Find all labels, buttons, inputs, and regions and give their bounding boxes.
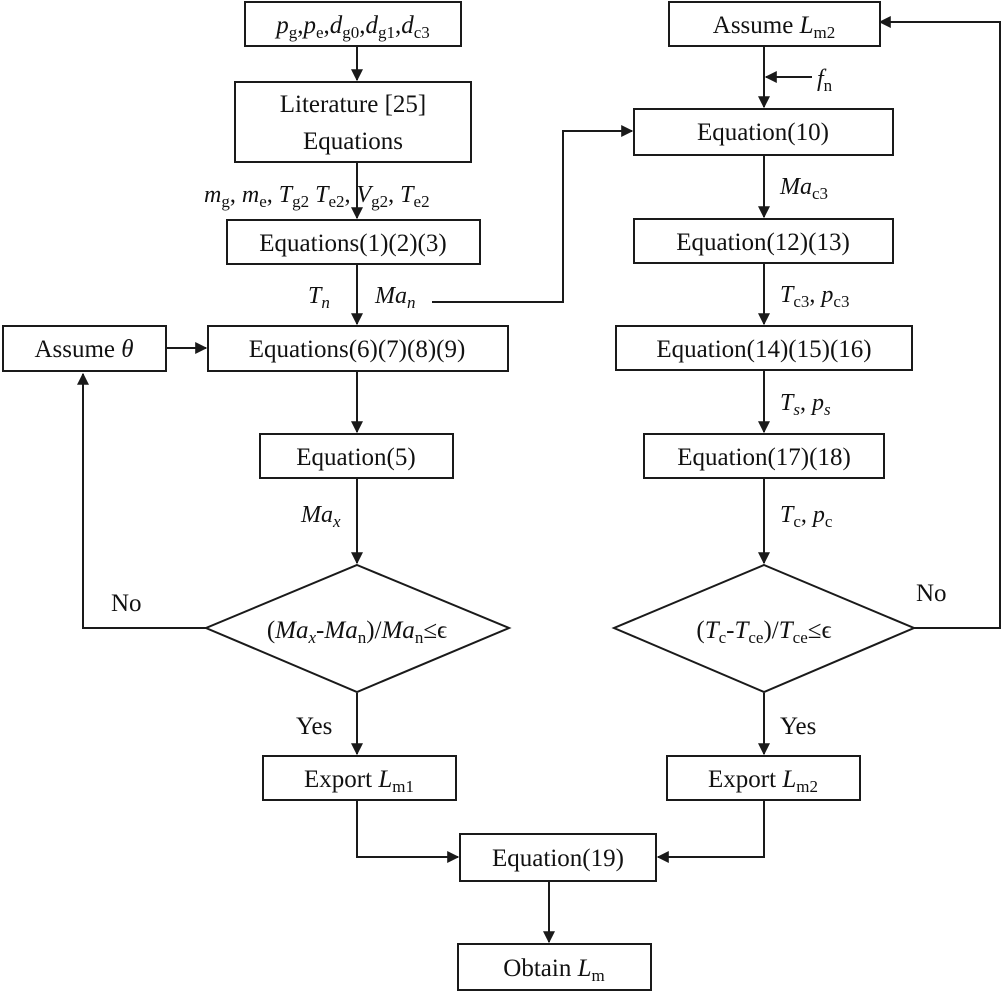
- eq-5-text: Equation(5): [296, 444, 415, 471]
- literature-line1: Literature [25]: [280, 91, 426, 118]
- node-literature: Literature [25] Equations: [234, 81, 472, 163]
- edge-labels: mg, me, Tg2 Te2, Vg2, Te2 Tn Man Max No …: [111, 66, 947, 740]
- node-eq-14-16: Equation(14)(15)(16): [615, 325, 913, 371]
- assume-lm2-text: Assume Lm2: [713, 12, 835, 42]
- node-eq-19: Equation(19): [459, 833, 657, 882]
- node-export-lm1: Export Lm1: [262, 755, 457, 801]
- node-eq-1-2-3: Equations(1)(2)(3): [226, 219, 481, 265]
- label-tc-pc: Tc, pc: [780, 502, 833, 531]
- label-max: Max: [300, 502, 341, 531]
- edge-export-lm1-to-eq19: [356, 800, 460, 863]
- node-assume-lm2: Assume Lm2: [668, 1, 881, 47]
- label-ts-ps: Ts, ps: [780, 390, 831, 419]
- decision-left-text: (Max-Man)/Man≤ϵ: [267, 617, 447, 647]
- eq-10-text: Equation(10): [697, 119, 829, 146]
- edge-decision-left-no: [77, 372, 206, 629]
- label-tc3-pc3: Tc3, pc3: [780, 282, 849, 311]
- node-input-vars: pg,pe,dg0,dg1,dc3: [244, 1, 462, 47]
- assume-theta-text: Assume θ: [34, 336, 133, 363]
- node-export-lm2: Export Lm2: [666, 755, 861, 801]
- label-mass-temps: mg, me, Tg2 Te2, Vg2, Te2: [204, 182, 430, 211]
- eq-12-13-text: Equation(12)(13): [676, 229, 850, 256]
- literature-line2: Equations: [303, 128, 403, 155]
- label-tn: Tn: [308, 283, 330, 312]
- label-mac3: Mac3: [779, 174, 828, 203]
- eq-6-9-text: Equations(6)(7)(8)(9): [249, 336, 466, 363]
- edges: [77, 16, 1001, 944]
- node-eq-5: Equation(5): [259, 433, 454, 479]
- node-obtain-lm: Obtain Lm: [457, 943, 652, 991]
- input-vars-text: pg,pe,dg0,dg1,dc3: [274, 12, 430, 42]
- label-man: Man: [374, 283, 416, 312]
- eq-1-2-3-text: Equations(1)(2)(3): [259, 230, 446, 257]
- label-yes-right: Yes: [780, 713, 816, 740]
- export-lm2-text: Export Lm2: [708, 766, 818, 796]
- decision-right-text: (Tc-Tce)/Tce≤ϵ: [696, 617, 831, 647]
- edge-decision-right-no: [878, 16, 1001, 629]
- export-lm1-text: Export Lm1: [304, 766, 414, 796]
- label-yes-left: Yes: [296, 713, 332, 740]
- node-decision-right: (Tc-Tce)/Tce≤ϵ: [611, 563, 917, 694]
- node-decision-left: (Max-Man)/Man≤ϵ: [203, 563, 512, 694]
- label-fn: fn: [817, 66, 833, 95]
- node-eq-10: Equation(10): [633, 108, 894, 156]
- obtain-lm-text: Obtain Lm: [503, 955, 604, 985]
- node-assume-theta: Assume θ: [2, 325, 167, 372]
- edge-export-lm2-to-eq19: [656, 800, 765, 863]
- eq-17-18-text: Equation(17)(18): [677, 444, 851, 471]
- eq-19-text: Equation(19): [492, 845, 624, 872]
- node-eq-17-18: Equation(17)(18): [643, 433, 885, 479]
- edge-man-to-eq10: [432, 125, 634, 303]
- node-eq-12-13: Equation(12)(13): [633, 218, 894, 264]
- label-no-right: No: [916, 580, 947, 607]
- eq-14-16-text: Equation(14)(15)(16): [656, 336, 871, 363]
- node-eq-6-9: Equations(6)(7)(8)(9): [207, 325, 509, 372]
- label-no-left: No: [111, 590, 142, 617]
